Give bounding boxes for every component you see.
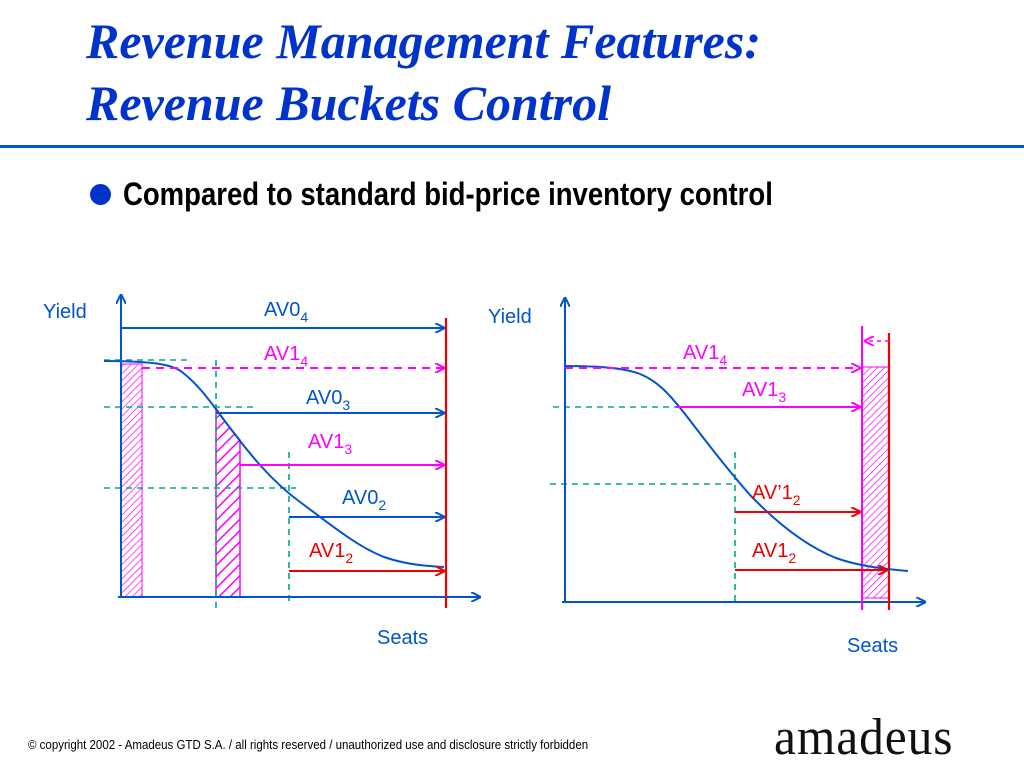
copyright-footer: © copyright 2002 - Amadeus GTD S.A. / al… bbox=[28, 738, 589, 752]
title-divider bbox=[0, 145, 1024, 148]
left-hatch-bucket-1 bbox=[120, 363, 143, 598]
left-label-av0-4: AV04 bbox=[264, 299, 308, 325]
bullet-dot-icon bbox=[90, 183, 111, 205]
right-hatch-bucket bbox=[861, 366, 890, 599]
left-label-av0-2: AV02 bbox=[342, 487, 386, 513]
left-teal-guides bbox=[104, 359, 296, 608]
left-diagram: Yield Seats AV04 AV14 AV03 AV13 AV02 AV1… bbox=[43, 295, 480, 649]
right-teal-guides bbox=[550, 406, 736, 604]
bullet-text: Compared to standard bid-price inventory… bbox=[123, 175, 773, 212]
right-diagram: Yield Seats AV14 AV13 AV’12 AV12 bbox=[488, 298, 925, 657]
left-label-av1-2: AV12 bbox=[309, 540, 353, 566]
amadeus-logo: amadeus bbox=[774, 709, 954, 766]
bullet-item: Compared to standard bid-price inventory… bbox=[90, 172, 879, 216]
left-y-axis-label: Yield bbox=[43, 301, 87, 323]
right-y-axis-label: Yield bbox=[488, 306, 532, 328]
left-x-axis-label: Seats bbox=[377, 627, 428, 649]
right-label-av1-3: AV13 bbox=[742, 379, 786, 405]
left-label-av1-4: AV14 bbox=[264, 343, 308, 369]
right-label-av1-2: AV12 bbox=[752, 540, 796, 566]
right-label-av-prime-1-2: AV’12 bbox=[752, 482, 801, 508]
slide-title: Revenue Management Features: Revenue Buc… bbox=[86, 10, 986, 134]
left-label-av1-3: AV13 bbox=[308, 431, 352, 457]
right-x-axis-label: Seats bbox=[847, 635, 898, 657]
left-label-av0-3: AV03 bbox=[306, 387, 350, 413]
right-yield-curve bbox=[564, 365, 909, 572]
title-line-2: Revenue Buckets Control bbox=[86, 75, 612, 131]
right-label-av1-4: AV14 bbox=[683, 342, 727, 368]
title-line-1: Revenue Management Features: bbox=[86, 13, 761, 69]
